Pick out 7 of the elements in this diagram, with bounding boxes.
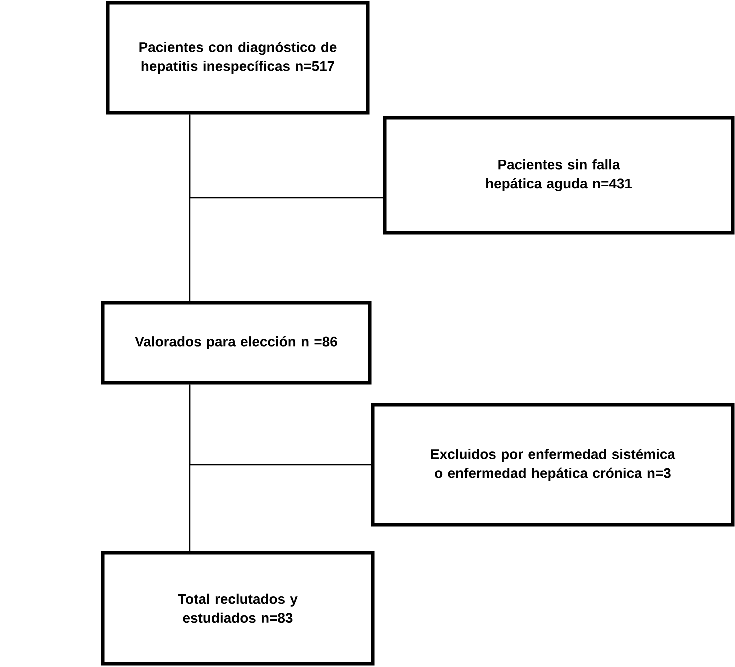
process-box: Pacientes con diagnóstico de hepatitis inespecíficas n=517 — [106, 1, 370, 115]
connector-line — [189, 114, 384, 199]
process-box: Excluidos por enfermedad sistémica o enfermedad hepática crónica n=3 — [371, 403, 735, 527]
process-box: Pacientes sin falla hepática aguda n=431 — [383, 116, 735, 235]
process-box: Valorados para elección n =86 — [101, 301, 372, 385]
process-box: Total reclutados y estudiados n=83 — [101, 551, 375, 666]
connector-line — [189, 384, 372, 466]
